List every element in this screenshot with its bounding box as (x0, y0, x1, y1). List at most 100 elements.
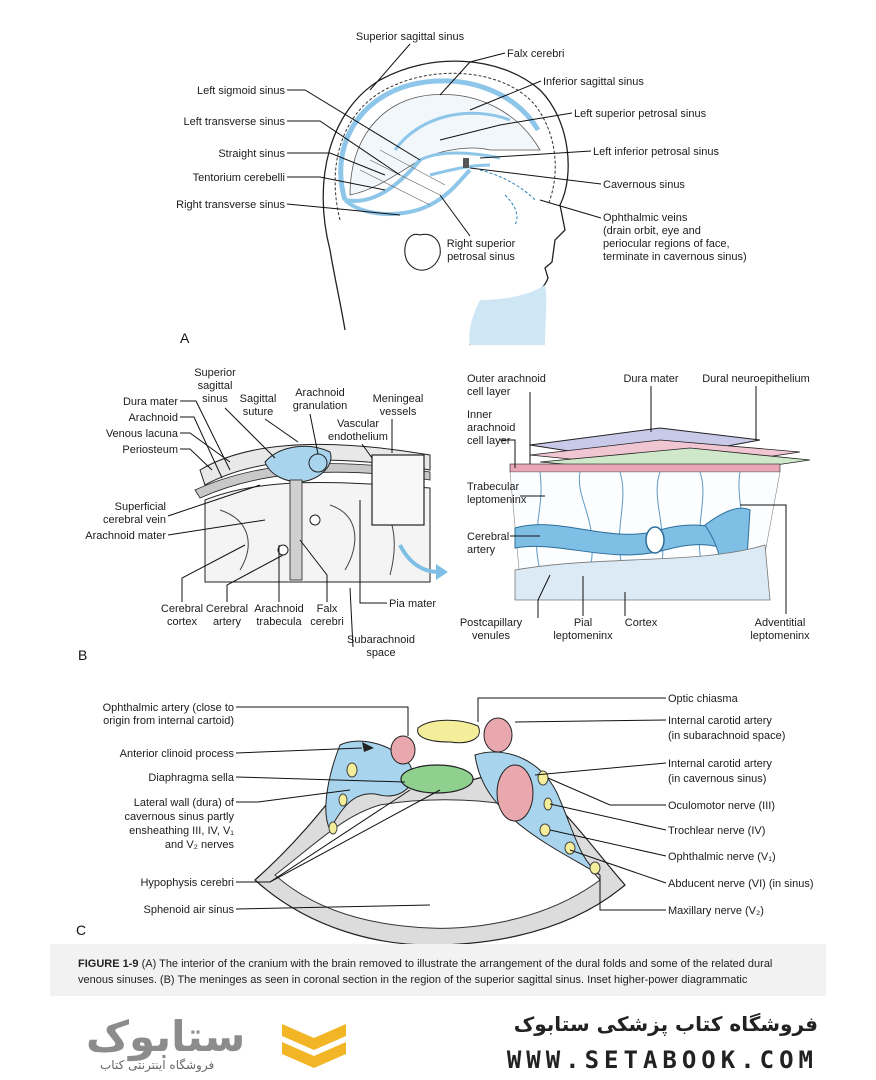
label-ophthalmic-veins: Ophthalmic veins (603, 212, 688, 224)
label-abducent-nerve: Abducent nerve (VI) (in sinus) (668, 878, 814, 890)
label-meningeal-vessels-2: vessels (380, 406, 417, 418)
label-postcapillary-venules: Postcapillary (460, 617, 523, 629)
label-periosteum: Periosteum (122, 444, 178, 456)
label-ophthalmic-veins-2: (drain orbit, eye and (603, 225, 701, 237)
label-outer-arachnoid-cell-layer-2: cell layer (467, 386, 511, 398)
label-postcapillary-venules-2: venules (472, 630, 510, 642)
figure-caption: FIGURE 1-9 (A) The interior of the crani… (50, 944, 826, 996)
label-left-sigmoid-sinus: Left sigmoid sinus (197, 85, 286, 97)
label-cerebral-cortex-2: cortex (167, 616, 197, 628)
label-left-transverse-sinus: Left transverse sinus (184, 116, 286, 128)
panel-b-inset-diagram (509, 427, 811, 601)
label-vascular-endothelium: Vascular (337, 418, 379, 430)
label-ophthalmic-nerve: Ophthalmic nerve (V₁) (668, 851, 776, 863)
label-venous-lacuna: Venous lacuna (106, 428, 179, 440)
figure-number: FIGURE 1-9 (78, 958, 139, 970)
label-ica-subarachnoid: Internal carotid artery (668, 715, 772, 727)
label-left-superior-petrosal-sinus: Left superior petrosal sinus (574, 108, 707, 120)
figure-1-9-diagram: Superior sagittal sinus Falx cerebri Inf… (76, 31, 814, 946)
label-falx-cerebri: Falx cerebri (507, 48, 564, 60)
label-lateral-wall: Lateral wall (dura) of (134, 797, 235, 809)
label-b-falx-cerebri-2: cerebri (310, 616, 344, 628)
label-pial-leptomeninx-2: leptomeninx (553, 630, 613, 642)
label-dural-neuroepithelium: Dural neuroepithelium (702, 373, 810, 385)
label-tentorium-cerebelli: Tentorium cerebelli (193, 172, 285, 184)
label-lateral-wall-4: and V₂ nerves (165, 839, 235, 851)
label-lateral-wall-2: cavernous sinus partly (125, 811, 235, 823)
label-lateral-wall-3: ensheathing III, IV, V₁ (129, 825, 234, 837)
label-inferior-sagittal-sinus: Inferior sagittal sinus (543, 76, 644, 88)
store-name: فروشگاه کتاب پزشکی ستابوک (513, 1012, 818, 1036)
label-pia-mater: Pia mater (389, 598, 436, 610)
label-right-superior-petrosal-sinus-2: petrosal sinus (447, 251, 515, 263)
panel-a-labels: Superior sagittal sinus Falx cerebri Inf… (176, 31, 747, 346)
label-subarachnoid-space: Subarachnoid (347, 634, 415, 646)
caption-text: (A) The interior of the cranium with the… (78, 958, 773, 986)
label-right-superior-petrosal-sinus: Right superior (447, 238, 516, 250)
label-ica-cavernous-2: (in cavernous sinus) (668, 773, 766, 785)
label-oculomotor-nerve: Oculomotor nerve (III) (668, 800, 775, 812)
label-ica-subarachnoid-2: (in subarachnoid space) (668, 730, 785, 742)
label-inner-arachnoid-cell-layer-3: cell layer (467, 435, 511, 447)
label-right-transverse-sinus: Right transverse sinus (176, 199, 285, 211)
label-adventitial-leptomeninx-2: leptomeninx (750, 630, 810, 642)
label-outer-arachnoid-cell-layer: Outer arachnoid (467, 373, 546, 385)
panel-b-inset-leader-lines (500, 386, 787, 618)
label-sphenoid-air-sinus: Sphenoid air sinus (143, 904, 234, 916)
panel-a-leader-lines (286, 43, 602, 237)
panel-b-left-labels: Superior sagittal sinus Sagittal suture … (78, 367, 436, 663)
label-diaphragma-sella: Diaphragma sella (148, 772, 234, 784)
label-sagittal-suture: Sagittal (240, 393, 277, 405)
label-arachnoid: Arachnoid (128, 412, 178, 424)
label-ica-cavernous: Internal carotid artery (668, 758, 772, 770)
label-arachnoid-trabecula: Arachnoid (254, 603, 304, 615)
label-superficial-cerebral-vein: Superficial (115, 501, 166, 513)
label-inner-arachnoid-cell-layer-2: arachnoid (467, 422, 515, 434)
label-cavernous-sinus: Cavernous sinus (603, 179, 685, 191)
chevron-logo-icon (282, 1024, 346, 1068)
label-b-superior-sagittal-sinus-3: sinus (202, 393, 228, 405)
label-meningeal-vessels: Meningeal (373, 393, 424, 405)
setabook-logo-text: ستابوک (86, 1012, 246, 1061)
label-inset-cerebral-artery-2: artery (467, 544, 496, 556)
panel-a-letter: A (180, 330, 190, 346)
label-ophthalmic-artery: Ophthalmic artery (close to (103, 702, 234, 714)
label-superior-sagittal-sinus: Superior sagittal sinus (356, 31, 465, 43)
label-anterior-clinoid-process: Anterior clinoid process (120, 748, 235, 760)
label-arachnoid-granulation: Arachnoid (295, 387, 345, 399)
label-hypophysis-cerebri: Hypophysis cerebri (140, 877, 234, 889)
panel-b-letter: B (78, 647, 87, 663)
panel-b-left-leader-lines (167, 400, 393, 648)
label-arachnoid-granulation-2: granulation (293, 400, 347, 412)
label-cerebral-artery: Cerebral (206, 603, 248, 615)
label-sagittal-suture-2: suture (243, 406, 274, 418)
label-cortex: Cortex (625, 617, 658, 629)
label-b-superior-sagittal-sinus-2: sagittal (198, 380, 233, 392)
panel-a-head-illustration (322, 60, 569, 346)
store-url: WWW.SETABOOK.COM (506, 1046, 818, 1074)
label-trochlear-nerve: Trochlear nerve (IV) (668, 825, 765, 837)
label-b-falx-cerebri: Falx (317, 603, 338, 615)
label-inner-arachnoid-cell-layer: Inner (467, 409, 492, 421)
label-inset-cerebral-artery: Cerebral (467, 531, 509, 543)
label-pial-leptomeninx: Pial (574, 617, 592, 629)
label-trabecular-leptomeninx: Trabecular (467, 481, 520, 493)
label-straight-sinus: Straight sinus (218, 148, 285, 160)
panel-c-cavernous-sinus-section (254, 717, 626, 946)
label-maxillary-nerve: Maxillary nerve (V₂) (668, 905, 764, 917)
panel-c-labels: Ophthalmic artery (close to origin from … (76, 693, 814, 938)
publisher-footer (0, 1000, 876, 1080)
label-cerebral-cortex: Cerebral (161, 603, 203, 615)
label-cerebral-artery-2: artery (213, 616, 242, 628)
label-ophthalmic-veins-3: periocular regions of face, (603, 238, 730, 250)
label-b-superior-sagittal-sinus: Superior (194, 367, 236, 379)
label-subarachnoid-space-2: space (366, 647, 395, 659)
label-dura-mater: Dura mater (123, 396, 178, 408)
panel-b-coronal-section (194, 443, 448, 583)
panel-b-inset-labels: Outer arachnoid cell layer Dura mater Du… (460, 373, 810, 642)
label-adventitial-leptomeninx: Adventitial (755, 617, 806, 629)
label-inset-dura-mater: Dura mater (623, 373, 678, 385)
panel-c-leader-lines (235, 697, 667, 911)
setabook-logo-subtitle: فروشگاه اینترنتی کتاب (100, 1058, 215, 1072)
label-vascular-endothelium-2: endothelium (328, 431, 388, 443)
